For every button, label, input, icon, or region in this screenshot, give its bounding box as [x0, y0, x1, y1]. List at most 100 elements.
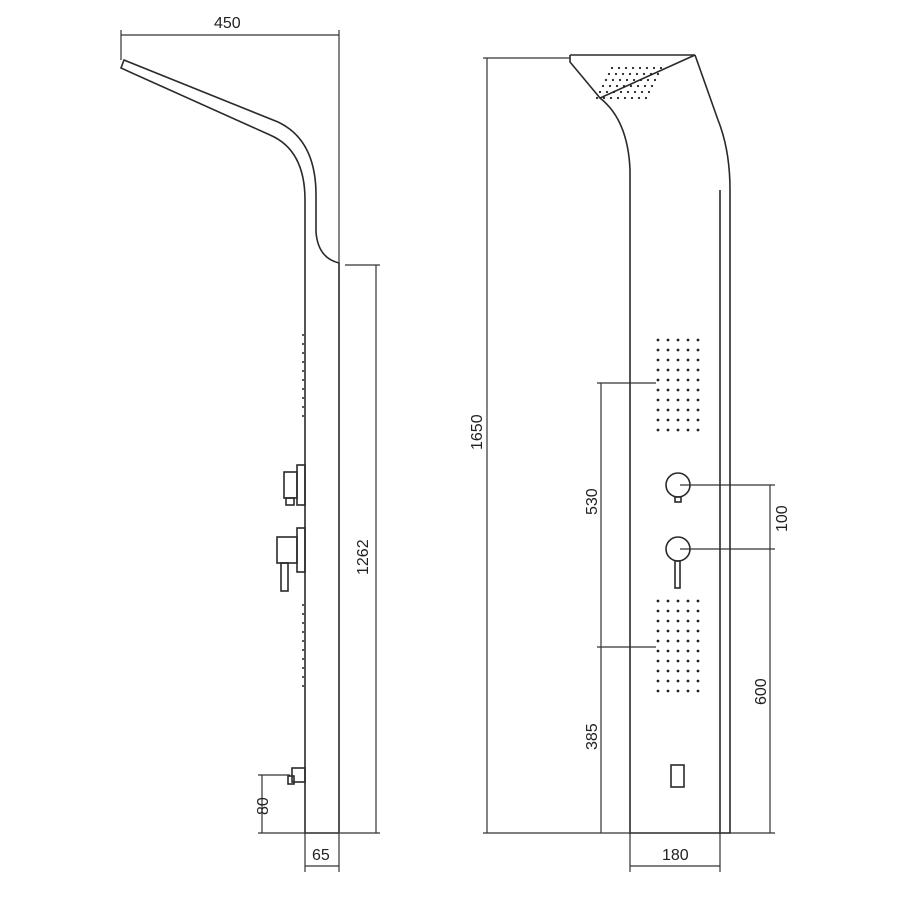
nozzle-dot: [659, 66, 663, 70]
nozzle-dot: [656, 669, 660, 673]
nozzle-dot: [616, 96, 620, 100]
dim-1650-label: 1650: [469, 414, 486, 450]
side-valve-upper: [283, 464, 306, 506]
nozzle-dot: [696, 418, 700, 422]
nozzle-dot: [686, 639, 690, 643]
nozzle-dot: [631, 66, 635, 70]
nozzle-dot: [302, 613, 304, 615]
nozzle-dot: [605, 90, 609, 94]
nozzle-dot: [666, 599, 670, 603]
nozzle-dot: [628, 72, 632, 76]
nozzle-dot: [302, 640, 304, 642]
front-jets-upper: [656, 338, 700, 432]
nozzle-dot: [666, 609, 670, 613]
dim-100-label: 100: [774, 505, 791, 532]
nozzle-dot: [302, 631, 304, 633]
nozzle-dot: [686, 599, 690, 603]
nozzle-dot: [696, 358, 700, 362]
nozzle-dot: [676, 368, 680, 372]
dim-80: 80: [255, 774, 305, 834]
nozzle-dot: [666, 649, 670, 653]
nozzle-dot: [696, 659, 700, 663]
nozzle-dot: [601, 84, 605, 88]
nozzle-dot: [666, 418, 670, 422]
nozzle-dot: [636, 84, 640, 88]
nozzle-dot: [666, 338, 670, 342]
nozzle-dot: [676, 428, 680, 432]
dim-1262: 1262: [340, 265, 380, 834]
dim-385: 385: [584, 646, 656, 750]
nozzle-dot: [621, 72, 625, 76]
nozzle-dot: [686, 659, 690, 663]
nozzle-dot: [676, 609, 680, 613]
nozzle-dot: [696, 348, 700, 352]
nozzle-dot: [609, 96, 613, 100]
nozzle-dot: [640, 90, 644, 94]
dim-1650: 1650: [469, 57, 630, 834]
nozzle-dot: [666, 619, 670, 623]
nozzle-dot: [676, 378, 680, 382]
nozzle-dot: [302, 343, 304, 345]
nozzle-dot: [696, 338, 700, 342]
nozzle-dot: [696, 368, 700, 372]
nozzle-dot: [686, 408, 690, 412]
nozzle-dot: [696, 388, 700, 392]
nozzle-dot: [656, 649, 660, 653]
nozzle-dot: [611, 78, 615, 82]
nozzle-dot: [622, 84, 626, 88]
nozzle-dot: [686, 418, 690, 422]
nozzle-dot: [686, 609, 690, 613]
nozzle-dot: [625, 78, 629, 82]
front-panel-right: [629, 54, 731, 834]
dim-450-label: 450: [214, 15, 241, 32]
nozzle-dot: [686, 358, 690, 362]
nozzle-dot: [686, 388, 690, 392]
front-valve-mixer: [665, 536, 691, 589]
nozzle-dot: [676, 408, 680, 412]
nozzle-dot: [696, 428, 700, 432]
dim-180: 180: [629, 833, 721, 872]
nozzle-dot: [302, 667, 304, 669]
nozzle-dot: [649, 72, 653, 76]
nozzle-dot: [653, 78, 657, 82]
nozzle-dot: [676, 388, 680, 392]
nozzle-dot: [666, 639, 670, 643]
nozzle-dot: [656, 629, 660, 633]
nozzle-dot: [607, 72, 611, 76]
nozzle-dot: [676, 649, 680, 653]
nozzle-dot: [302, 415, 304, 417]
nozzle-dot: [676, 348, 680, 352]
side-nozzles-lower: [302, 604, 304, 687]
nozzle-dot: [302, 334, 304, 336]
nozzle-dot: [686, 649, 690, 653]
front-valve-diverter: [665, 472, 691, 503]
nozzle-dot: [676, 358, 680, 362]
dim-80-label: 80: [255, 797, 272, 815]
nozzle-dot: [647, 90, 651, 94]
nozzle-dot: [676, 398, 680, 402]
nozzle-dot: [608, 84, 612, 88]
dim-65-label: 65: [312, 847, 330, 864]
nozzle-dot: [696, 378, 700, 382]
nozzle-dot: [630, 96, 634, 100]
nozzle-dot: [686, 378, 690, 382]
nozzle-dot: [696, 599, 700, 603]
nozzle-dot: [696, 408, 700, 412]
nozzle-dot: [619, 90, 623, 94]
nozzle-dot: [696, 689, 700, 693]
nozzle-dot: [302, 388, 304, 390]
nozzle-dot: [666, 368, 670, 372]
nozzle-dot: [602, 96, 606, 100]
nozzle-dot: [302, 658, 304, 660]
nozzle-dot: [656, 388, 660, 392]
nozzle-dot: [302, 604, 304, 606]
nozzle-dot: [623, 96, 627, 100]
nozzle-dot: [629, 84, 633, 88]
nozzle-dot: [676, 639, 680, 643]
nozzle-dot: [656, 599, 660, 603]
nozzle-dot: [686, 398, 690, 402]
nozzle-dot: [686, 689, 690, 693]
front-view: 1650 530 385 100 600 180: [469, 54, 791, 872]
